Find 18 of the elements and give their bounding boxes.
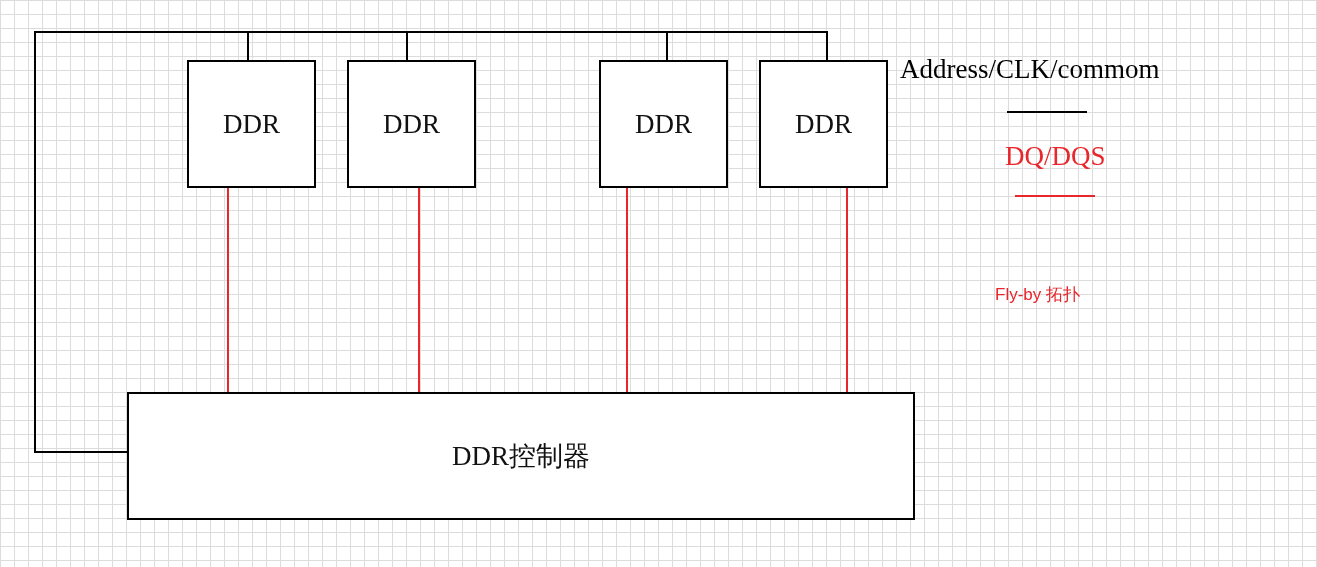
bus-line	[34, 31, 828, 453]
memory-chip-box	[759, 60, 888, 188]
signal-line	[418, 187, 420, 393]
topology-note: Fly-by 拓扑	[995, 284, 1080, 306]
node-label: DDR	[223, 108, 280, 140]
signal-line	[626, 187, 628, 393]
node-label: DDR	[383, 108, 440, 140]
controller-box	[127, 392, 915, 520]
memory-chip-box	[187, 60, 316, 188]
legend-text: DQ/DQS	[1005, 141, 1106, 172]
signal-line	[846, 187, 848, 393]
legend-text: Address/CLK/commom	[900, 54, 1160, 85]
node-label: DDR	[795, 108, 852, 140]
node-label: DDR	[635, 108, 692, 140]
signal-line	[227, 187, 229, 393]
node-label: DDR控制器	[452, 440, 590, 473]
memory-chip-box	[347, 60, 476, 188]
memory-chip-box	[599, 60, 728, 188]
